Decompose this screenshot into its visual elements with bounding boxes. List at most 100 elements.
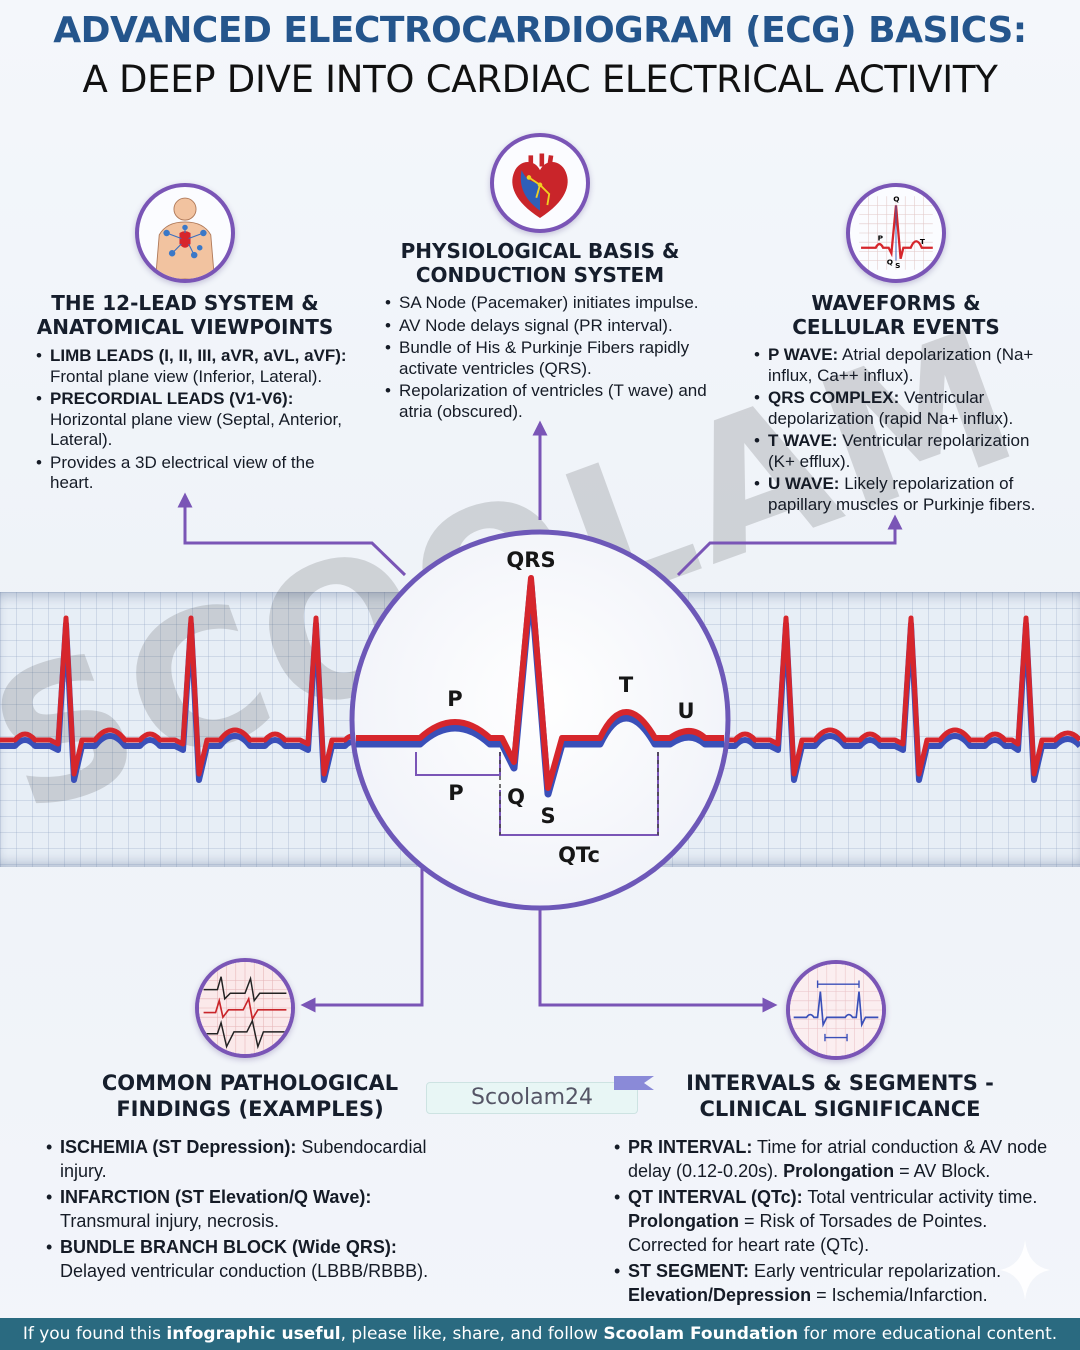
list-item-text: Bundle of His & Purkinje Fibers rapidly …: [399, 338, 690, 378]
list-item-bold: Prolongation: [783, 1161, 895, 1181]
p-interval-label: P: [448, 781, 463, 805]
footer-bold-foundation: Scoolam Foundation: [603, 1324, 799, 1344]
waveforms-title: WAVEFORMS & CELLULAR EVENTS: [746, 291, 1046, 340]
waveforms-list: P WAVE: Atrial depolarization (Na+ influ…: [754, 345, 1054, 517]
list-item-bold: QRS COMPLEX:: [768, 388, 900, 407]
qrs-label: QRS: [506, 548, 555, 572]
intervals-title: INTERVALS & SEGMENTS - CLINICAL SIGNIFIC…: [660, 1071, 1020, 1122]
list-item-text: Early ventricular repolarization.: [749, 1261, 1002, 1281]
torso-leads-icon: [135, 183, 235, 283]
physiology-title: PHYSIOLOGICAL BASIS & CONDUCTION SYSTEM: [385, 239, 695, 288]
arrow-to-intervals: [538, 910, 778, 1013]
center-ecg-trace-shadow: [356, 580, 724, 798]
list-item-bold: LIMB LEADS (I, II, III, aVR, aVL, aVF):: [50, 346, 347, 365]
list-item-text: Horizontal plane view (Septal, Anterior,…: [50, 409, 342, 450]
list-item-bold: U WAVE:: [768, 474, 840, 493]
pathology-list: ISCHEMIA (ST Depression): Subendocardial…: [46, 1135, 451, 1285]
list-item-bold: PRECORDIAL LEADS (V1-V6):: [50, 389, 294, 408]
list-item-text: Ventricular repolarization (K+ efflux).: [768, 431, 1030, 471]
list-item-text: Ventricular depolarization (rapid Na+ in…: [768, 388, 1014, 428]
list-item-text: = AV Block.: [894, 1161, 991, 1181]
list-item: QT INTERVAL (QTc): Total ventricular act…: [614, 1185, 1054, 1257]
list-item-bold: BUNDLE BRANCH BLOCK (Wide QRS):: [60, 1237, 397, 1257]
channel-badge: Scoolam24: [426, 1082, 638, 1114]
list-item: SA Node (Pacemaker) initiates impulse.: [385, 293, 721, 314]
list-item-text: Provides a 3D electrical view of the hea…: [50, 452, 315, 493]
pathology-ecg-icon: [195, 958, 295, 1058]
list-item-bold: ST SEGMENT:: [628, 1261, 750, 1281]
sparkle-icon: [1000, 1240, 1050, 1300]
list-item-text: Transmural injury, necrosis.: [60, 1211, 280, 1231]
arrow-to-waveforms: [676, 514, 903, 577]
list-item: U WAVE: Likely repolarization of papilla…: [754, 474, 1054, 515]
footer-banner: If you found this infographic useful, pl…: [0, 1318, 1080, 1350]
list-item-text: Frontal plane view (Inferior, Lateral).: [50, 366, 323, 386]
list-item: Bundle of His & Purkinje Fibers rapidly …: [385, 338, 721, 379]
waveform-icon-t: T: [920, 237, 925, 246]
list-item: LIMB LEADS (I, II, III, aVR, aVL, aVF): …: [36, 346, 358, 387]
waveforms-title-line2: CELLULAR EVENTS: [792, 315, 1000, 340]
waveform-icon-p: P: [878, 233, 884, 242]
list-item: Provides a 3D electrical view of the hea…: [36, 453, 358, 494]
pathology-title-line2: FINDINGS (EXAMPLES): [116, 1096, 384, 1121]
list-item-text: Subendocardial injury.: [60, 1137, 427, 1181]
title-line1: ADVANCED ELECTROCARDIOGRAM (ECG) BASICS:: [53, 10, 1027, 51]
background-ecg-trace: [0, 615, 1080, 783]
list-item: QRS COMPLEX: Ventricular depolarization …: [754, 388, 1054, 429]
interval-measure-icon: [786, 960, 886, 1060]
waveform-icon-q-top: Q: [893, 195, 899, 204]
footer-text-post: for more educational content.: [798, 1324, 1058, 1344]
list-item: P WAVE: Atrial depolarization (Na+ influ…: [754, 345, 1054, 386]
t-wave-label: T: [619, 673, 634, 697]
waveform-icon-s: S: [895, 261, 900, 270]
list-item-bold: T WAVE:: [768, 431, 838, 450]
physiology-title-line2: CONDUCTION SYSTEM: [415, 263, 665, 288]
list-item-bold: PR INTERVAL:: [628, 1137, 753, 1157]
intervals-title-line1: INTERVALS & SEGMENTS -: [686, 1071, 994, 1095]
lead-system-title: THE 12-LEAD SYSTEM & ANATOMICAL VIEWPOIN…: [30, 291, 340, 340]
title-line2: A DEEP DIVE INTO CARDIAC ELECTRICAL ACTI…: [82, 58, 998, 101]
intervals-title-line2: CLINICAL SIGNIFICANCE: [699, 1096, 981, 1121]
connector-arrows: [177, 420, 903, 1013]
lead-system-title-line2: ANATOMICAL VIEWPOINTS: [36, 315, 334, 340]
list-item-text: Likely repolarization of papillary muscl…: [768, 474, 1036, 514]
center-magnifier: QRS P T U P Q S QTc: [349, 529, 731, 911]
list-item: PRECORDIAL LEADS (V1-V6): Horizontal pla…: [36, 389, 358, 451]
qtc-label: QTc: [558, 843, 600, 867]
lead-system-title-line1: THE 12-LEAD SYSTEM &: [51, 291, 319, 315]
s-label: S: [540, 804, 555, 828]
intervals-list: PR INTERVAL: Time for atrial conduction …: [614, 1135, 1054, 1309]
list-item: Repolarization of ventricles (T wave) an…: [385, 381, 721, 422]
physiology-title-line1: PHYSIOLOGICAL BASIS &: [400, 239, 680, 263]
list-item-bold: Prolongation: [628, 1211, 739, 1231]
waveforms-title-line1: WAVEFORMS &: [811, 291, 981, 315]
badge-flag-icon: [614, 1076, 654, 1090]
arrow-to-lead-system: [177, 492, 407, 577]
arrow-to-pathology: [300, 862, 424, 1013]
ecg-trace-right: [720, 615, 1080, 777]
waveform-icon-q: Q: [887, 257, 893, 266]
list-item-bold: ISCHEMIA (ST Depression):: [60, 1137, 297, 1157]
center-ecg-trace: [356, 575, 724, 791]
list-item-text: Repolarization of ventricles (T wave) an…: [399, 381, 707, 421]
list-item: T WAVE: Ventricular repolarization (K+ e…: [754, 431, 1054, 472]
list-item: BUNDLE BRANCH BLOCK (Wide QRS): Delayed …: [46, 1235, 451, 1283]
pathology-title: COMMON PATHOLOGICAL FINDINGS (EXAMPLES): [90, 1071, 410, 1122]
list-item-text: = Risk of Torsades de Pointes. Corrected…: [628, 1211, 988, 1255]
physiology-list: SA Node (Pacemaker) initiates impulse. AV…: [385, 293, 721, 424]
list-item: PR INTERVAL: Time for atrial conduction …: [614, 1135, 1054, 1183]
footer-text-pre: If you found this: [22, 1324, 167, 1344]
list-item: ISCHEMIA (ST Depression): Subendocardial…: [46, 1135, 451, 1183]
q-label: Q: [507, 785, 525, 809]
waveform-pqrst-icon: Q P T Q S: [846, 183, 946, 283]
lead-system-list: LIMB LEADS (I, II, III, aVR, aVL, aVF): …: [36, 346, 358, 496]
list-item: AV Node delays signal (PR interval).: [385, 316, 721, 337]
list-item: ST SEGMENT: Early ventricular repolariza…: [614, 1259, 1054, 1307]
list-item-text: SA Node (Pacemaker) initiates impulse.: [399, 293, 699, 312]
list-item-text: Time for atrial conduction & AV node del…: [628, 1137, 1048, 1181]
list-item-text: Delayed ventricular conduction (LBBB/RBB…: [60, 1261, 429, 1281]
list-item-text: AV Node delays signal (PR interval).: [399, 315, 673, 335]
list-item-bold: INFARCTION (ST Elevation/Q Wave):: [60, 1187, 372, 1207]
list-item-bold: Elevation/Depression: [628, 1285, 812, 1305]
